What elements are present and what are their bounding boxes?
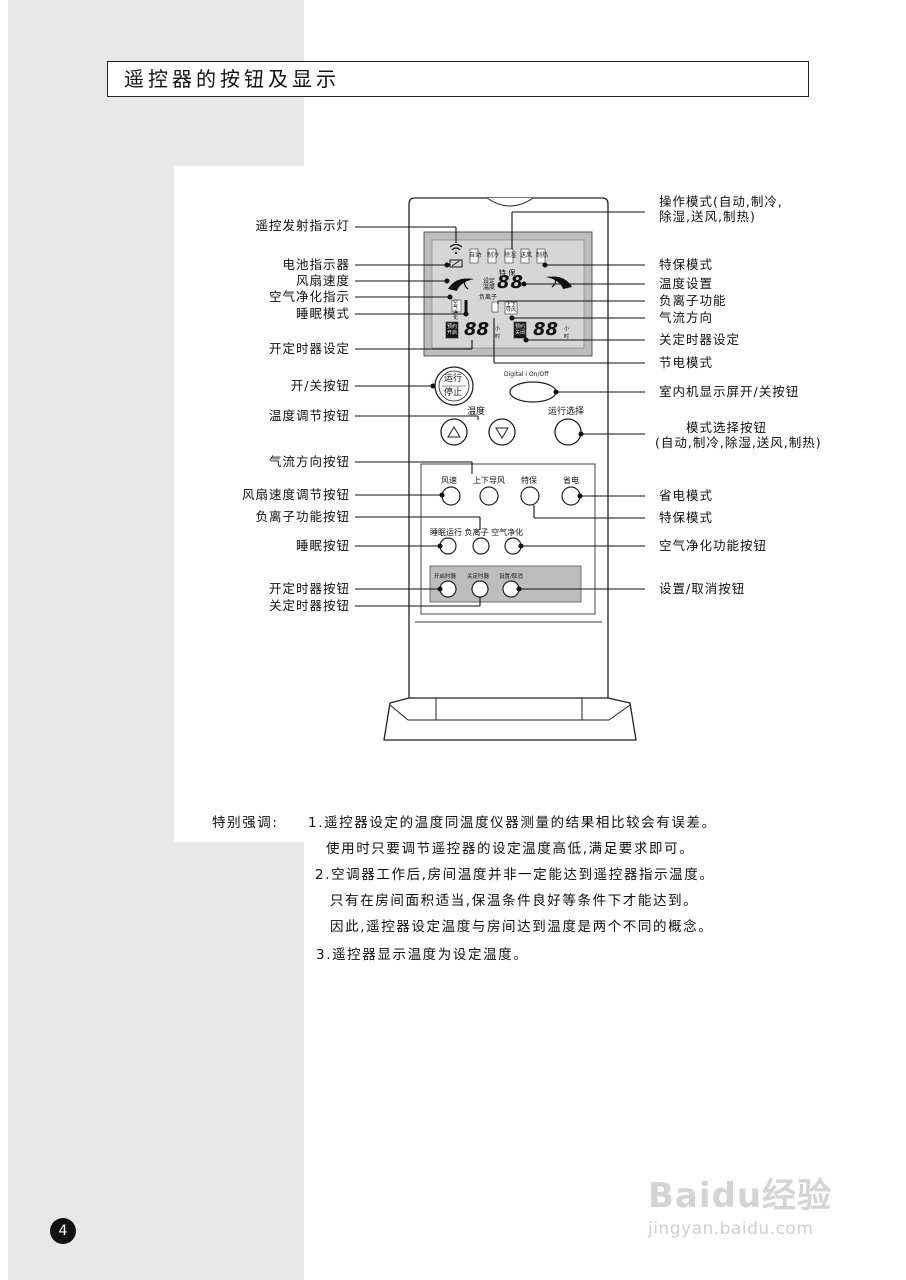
label-anion-button: 负离子功能按钮 (255, 509, 350, 524)
swing-button[interactable] (480, 487, 498, 505)
label-airflow-direction: 气流方向 (659, 310, 714, 325)
label-power-save-mode-2: 省电模式 (659, 488, 714, 503)
anion-button[interactable] (473, 538, 489, 554)
label-off-timer-button: 关定时器按钮 (268, 598, 350, 613)
label-mode-select-button-1: 模式选择按钮 (686, 420, 768, 435)
label-set-cancel-button: 设置/取消按钮 (659, 581, 746, 596)
display-toggle-button[interactable] (510, 382, 556, 402)
power-button-label-1: 运行 (444, 374, 463, 384)
mode-select-button[interactable] (555, 419, 581, 445)
special-protect-button[interactable] (521, 487, 539, 505)
label-on-timer-button: 开定时器按钮 (268, 581, 350, 596)
fan-speed-button-label: 风速 (441, 476, 457, 485)
power-button[interactable] (435, 367, 473, 405)
notes-line-2: 使用时只要调节遥控器的设定温度高低,满足要求即可。 (326, 841, 695, 857)
off-timer-button-label: 关定时器 (467, 574, 490, 580)
label-power-button: 开/关按钮 (290, 378, 350, 393)
mode-select-label: 运行选择 (548, 407, 585, 417)
label-operation-mode-1: 操作模式(自动,制冷, (659, 194, 783, 209)
special-button-label: 特保 (521, 476, 537, 485)
notes-heading: 特别强调: (212, 815, 279, 831)
set-cancel-button-label: 设置/取消 (499, 574, 523, 580)
notes-line-1: 1.遥控器设定的温度同温度仪器测量的结果相比较会有误差。 (308, 815, 717, 831)
notes-line-6: 3.遥控器显示温度为设定温度。 (316, 947, 529, 963)
label-fan-speed: 风扇速度 (295, 273, 350, 288)
power-save-button[interactable] (562, 487, 580, 505)
page-title: 遥控器的按钮及显示 (107, 61, 809, 97)
watermark-url: jingyan.baidu.com (648, 1219, 814, 1239)
digital-label: Digital i On/Off (504, 371, 549, 378)
label-air-purify-indicator: 空气净化指示 (268, 289, 350, 304)
display-right-digits: 88 (533, 319, 559, 340)
label-power-save-mode: 节电模式 (659, 355, 714, 370)
power-button-label-2: 停止 (444, 388, 463, 398)
label-temp-setting: 温度设置 (659, 276, 714, 291)
save-button-label: 省电 (563, 476, 579, 485)
label-mode-select-button-2: (自动,制冷,除湿,送风,制热) (655, 435, 822, 450)
display-set-temp: 设定温度 (483, 278, 496, 291)
display-swing: 上下导风 (506, 302, 517, 313)
off-timer-button[interactable] (472, 581, 488, 597)
display-hour-left: 小时 (495, 326, 501, 340)
display-mode-auto: 自动 (469, 252, 482, 259)
label-anion-function: 负离子功能 (659, 293, 727, 308)
label-operation-mode-2: 除湿,送风,制热) (659, 209, 756, 224)
label-battery: 电池指示器 (282, 257, 350, 272)
display-hour-right: 小时 (564, 326, 570, 340)
notes-line-5: 因此,遥控器设定温度与房间达到温度是两个不同的概念。 (330, 919, 714, 935)
set-cancel-button[interactable] (503, 581, 519, 597)
notes-line-4: 只有在房间面积适当,保温条件良好等条件下才能达到。 (330, 893, 699, 909)
watermark-logo: Baidu经验 (648, 1176, 833, 1216)
label-off-timer-setting: 关定时器设定 (659, 332, 741, 347)
display-mode-heat: 制热 (536, 252, 549, 259)
label-special-protect-mode-2: 特保模式 (659, 510, 714, 525)
display-mode-fan: 送风 (520, 252, 533, 259)
purify-button[interactable] (505, 538, 521, 554)
display-special: 特 保 (499, 269, 516, 277)
temp-label: 温度 (467, 407, 486, 417)
on-timer-button-label: 开启时器 (434, 574, 457, 580)
display-left-digits: 88 (464, 319, 490, 340)
label-indoor-display-button: 室内机显示屏开/关按钮 (659, 384, 800, 399)
label-special-protect-mode: 特保模式 (659, 257, 714, 272)
display-off-timer: 预约关闭 (515, 324, 526, 336)
on-timer-button[interactable] (440, 581, 456, 597)
display-mode-cool: 制冷 (487, 252, 500, 259)
temp-down-button[interactable] (489, 419, 515, 445)
sleep-button[interactable] (440, 538, 456, 554)
label-sleep-button: 睡眠按钮 (295, 538, 350, 553)
notes-line-3: 2.空调器工作后,房间温度并非一定能达到遥控器指示温度。 (315, 867, 715, 883)
display-mode-dry: 除湿 (504, 252, 517, 259)
label-on-timer-setting: 开定时器设定 (268, 341, 350, 356)
swing-button-label: 上下导风 (473, 476, 505, 485)
display-temp-digits: 88 (497, 272, 525, 293)
page-number: 4 (50, 1218, 76, 1244)
label-temp-adjust-button: 温度调节按钮 (268, 408, 350, 423)
display-anion: 负离子 (479, 294, 498, 301)
label-airflow-direction-button: 气流方向按钮 (268, 454, 350, 469)
temp-up-button[interactable] (441, 419, 467, 445)
label-signal-light: 遥控发射指示灯 (255, 218, 350, 233)
fan-speed-button[interactable] (442, 487, 460, 505)
display-purify: 空气净化 (453, 300, 459, 321)
label-fan-speed-adjust-button: 风扇速度调节按钮 (241, 487, 350, 502)
display-on-timer: 预约开启 (447, 324, 458, 336)
label-sleep-mode: 睡眠模式 (295, 306, 350, 321)
label-air-purify-button: 空气净化功能按钮 (659, 538, 768, 553)
sleep-group-label: 睡眠运行 负离子 空气净化 (430, 528, 524, 537)
